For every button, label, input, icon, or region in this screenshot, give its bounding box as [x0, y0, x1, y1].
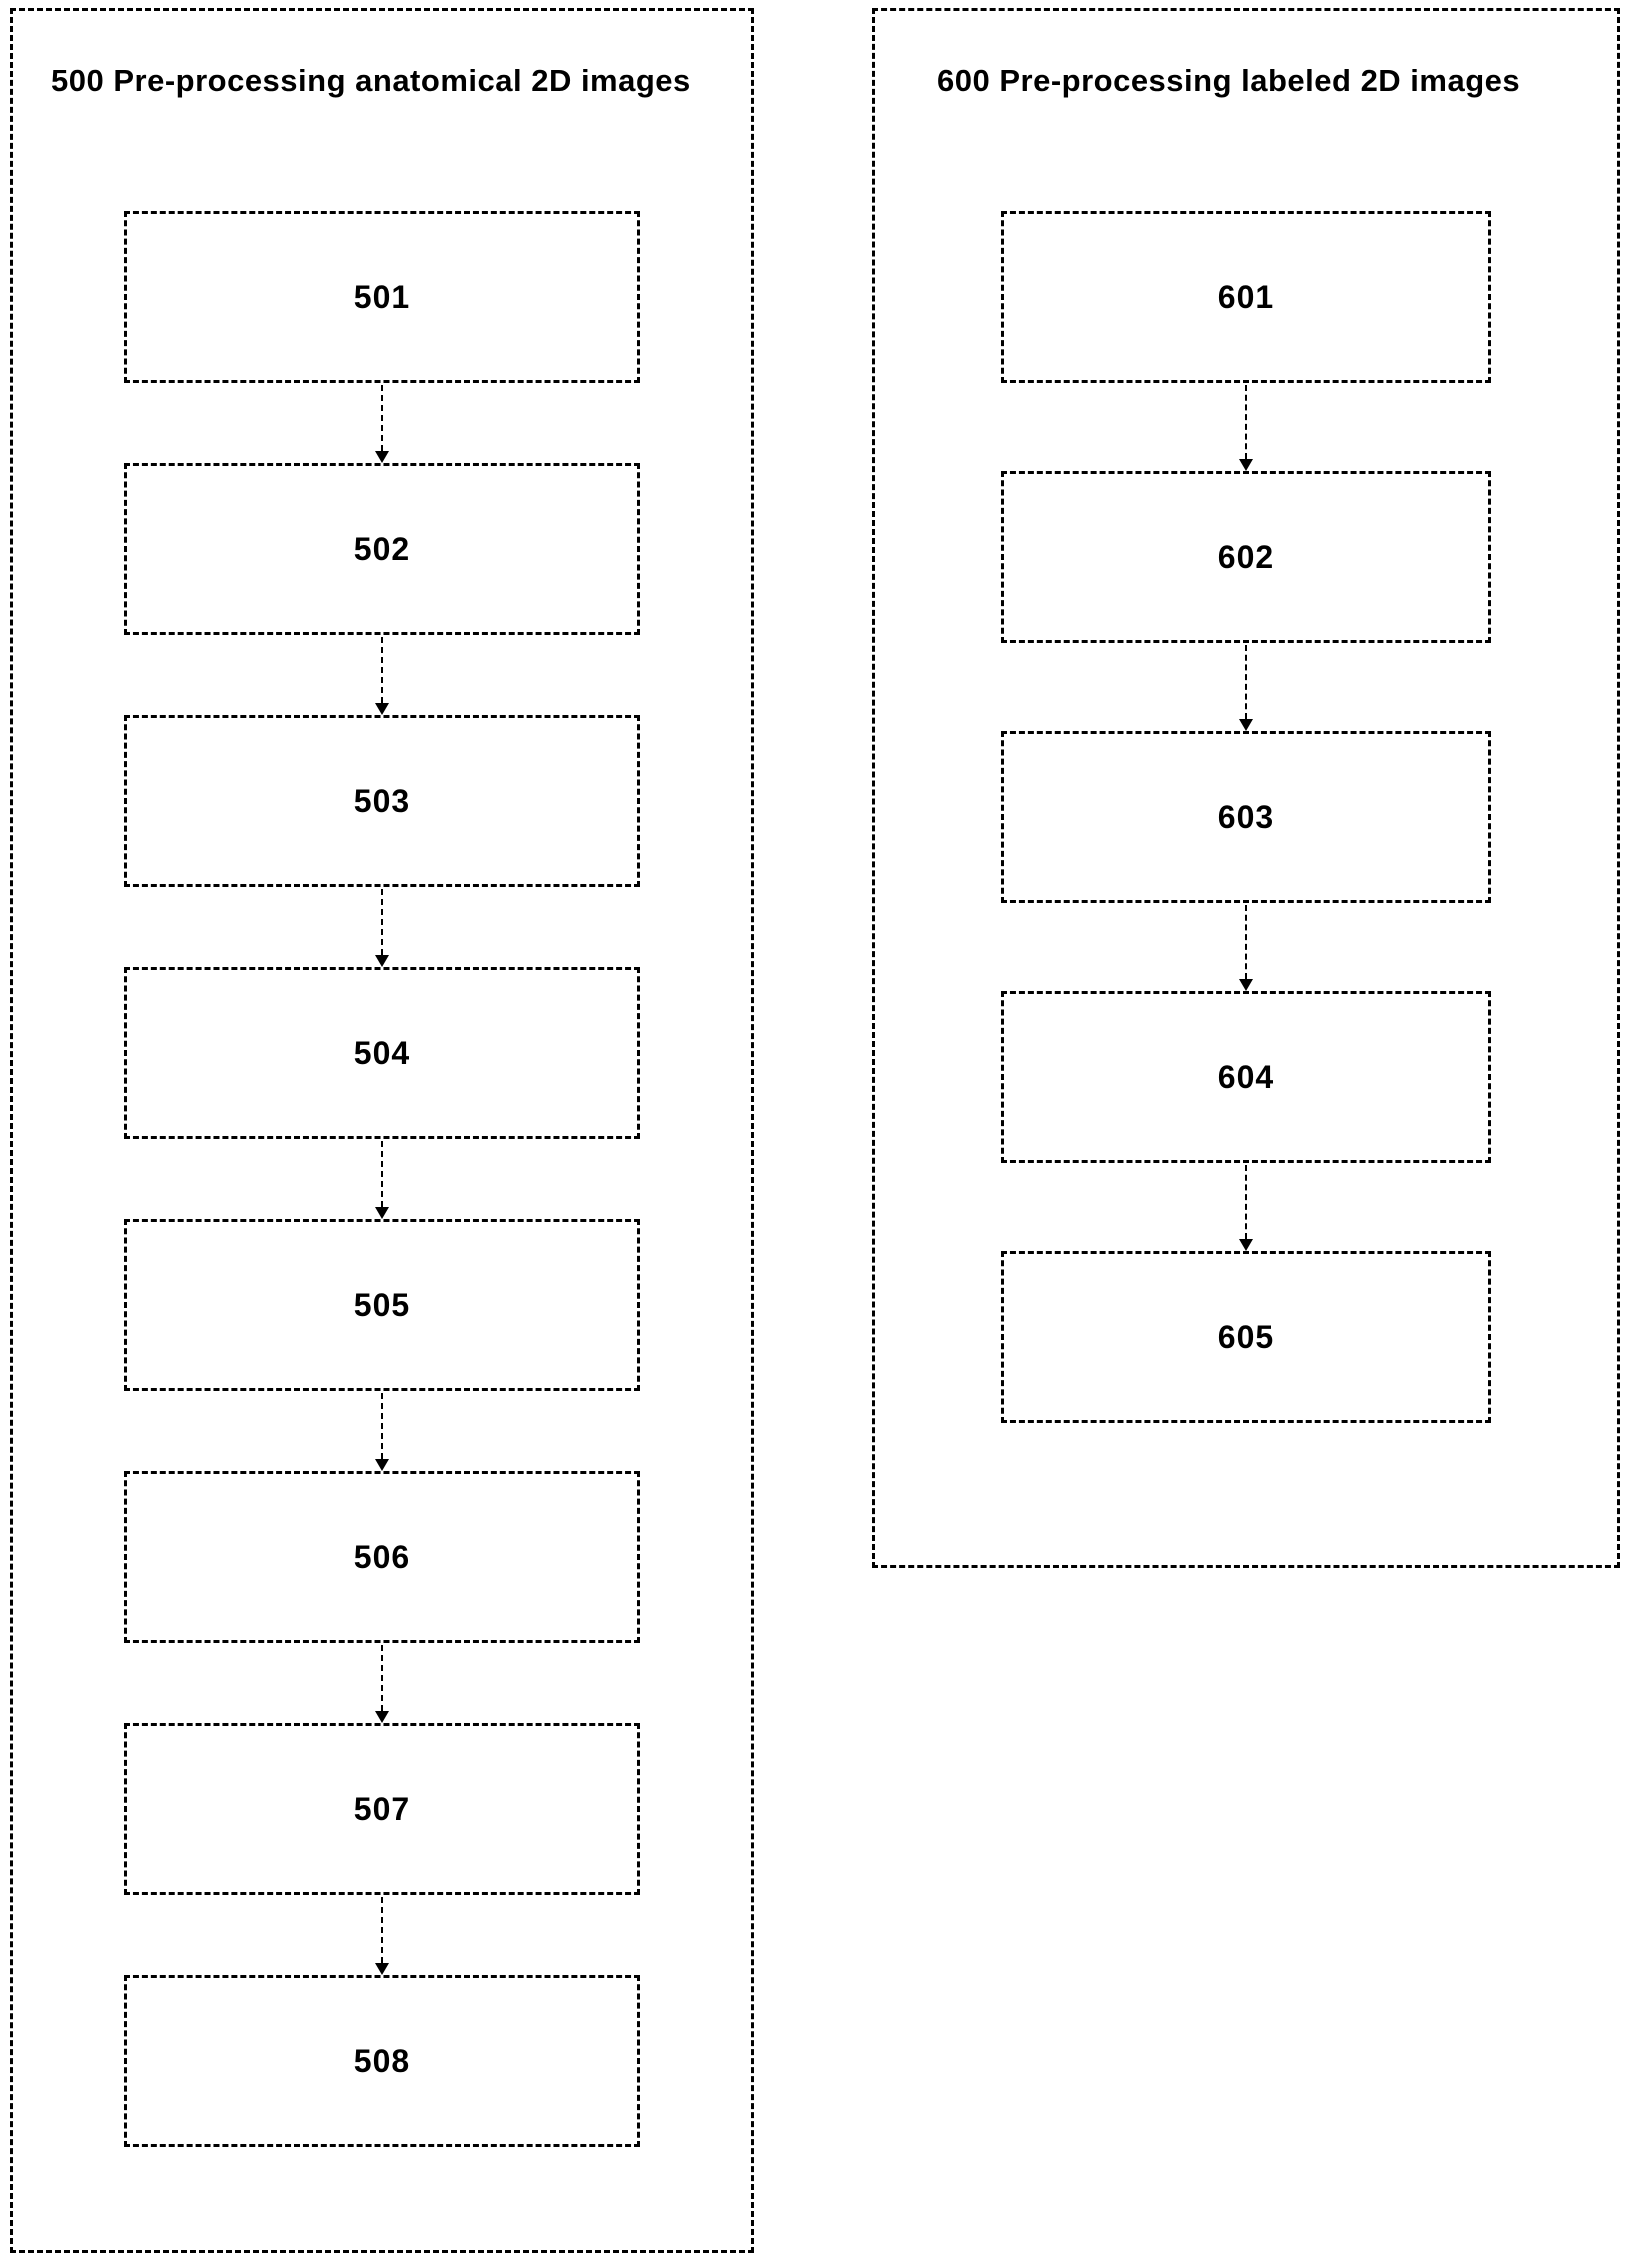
- arrow-501-502: [375, 383, 389, 463]
- step-box-504: 504: [124, 967, 640, 1139]
- arrow-601-602: [1239, 383, 1253, 471]
- group-600-preprocessing-labeled: 600 Pre-processing labeled 2D images 601…: [872, 8, 1620, 1568]
- arrow-604-605: [1239, 1163, 1253, 1251]
- arrow-502-503: [375, 635, 389, 715]
- step-box-601: 601: [1001, 211, 1491, 383]
- arrow-506-507: [375, 1643, 389, 1723]
- arrow-503-504: [375, 887, 389, 967]
- step-box-505: 505: [124, 1219, 640, 1391]
- step-box-507: 507: [124, 1723, 640, 1895]
- arrow-602-603: [1239, 643, 1253, 731]
- arrow-505-506: [375, 1391, 389, 1471]
- step-box-604: 604: [1001, 991, 1491, 1163]
- step-box-503: 503: [124, 715, 640, 887]
- arrow-504-505: [375, 1139, 389, 1219]
- group-500-stack: 501 502 503 504 505 506 507 508: [13, 211, 751, 2147]
- step-box-502: 502: [124, 463, 640, 635]
- step-box-605: 605: [1001, 1251, 1491, 1423]
- step-box-602: 602: [1001, 471, 1491, 643]
- group-500-title: 500 Pre-processing anatomical 2D images: [51, 63, 691, 98]
- step-box-508: 508: [124, 1975, 640, 2147]
- group-600-stack: 601 602 603 604 605: [875, 211, 1617, 1423]
- arrow-603-604: [1239, 903, 1253, 991]
- arrow-507-508: [375, 1895, 389, 1975]
- group-500-preprocessing-anatomical: 500 Pre-processing anatomical 2D images …: [10, 8, 754, 2253]
- step-box-603: 603: [1001, 731, 1491, 903]
- group-600-title: 600 Pre-processing labeled 2D images: [937, 63, 1521, 98]
- step-box-506: 506: [124, 1471, 640, 1643]
- step-box-501: 501: [124, 211, 640, 383]
